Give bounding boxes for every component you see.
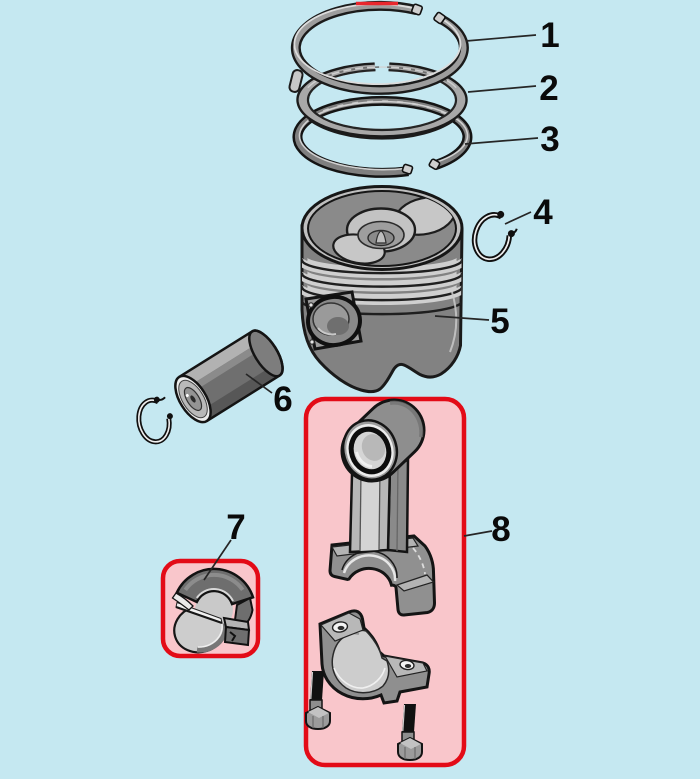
callout-2: 2 [539,69,558,108]
callout-labels: 1 2 3 4 5 6 7 8 [226,16,559,549]
piston-pin [174,329,284,424]
callout-7: 7 [226,508,245,547]
connecting-rod [305,398,437,762]
leader-8 [463,530,493,537]
leader-2 [467,85,537,93]
oil-control-ring [292,95,473,178]
callout-3: 3 [540,120,559,159]
circlip-right [471,210,518,262]
leader-4 [504,211,532,225]
leader-lines [203,34,539,581]
piston-ring-grooves [302,255,462,353]
leader-5 [434,315,490,321]
rod-bolt-left [305,671,331,731]
bearing-shells [171,567,255,654]
callout-8: 8 [491,510,510,549]
leader-3 [464,137,539,145]
callout-4: 4 [533,193,553,232]
piston [300,185,464,393]
callout-6: 6 [273,380,292,419]
callout-1: 1 [540,16,559,55]
rod-bolt-right [397,704,423,762]
callout-5: 5 [490,302,509,341]
leader-6 [245,373,273,394]
leader-7 [203,539,232,581]
leader-1 [465,34,537,42]
top-compression-ring [288,0,469,95]
circlip-left [136,396,173,445]
